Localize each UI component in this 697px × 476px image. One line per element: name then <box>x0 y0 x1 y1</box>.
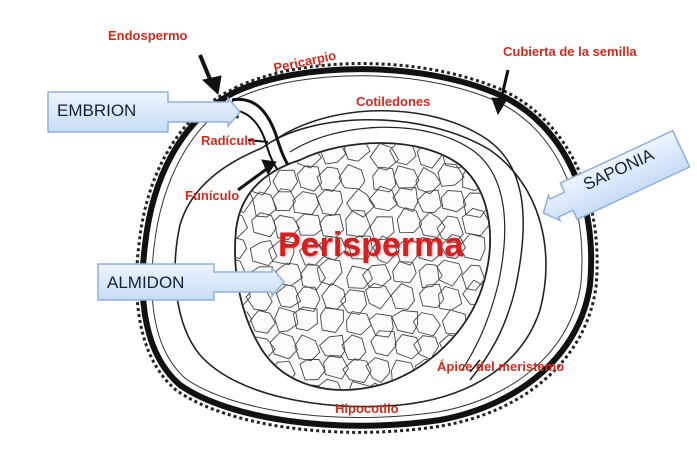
callout-almidon-text: ALMIDON <box>107 273 184 293</box>
perisperm-cell <box>420 384 442 408</box>
label-apice: Ápice del meristemo <box>437 359 564 374</box>
perisperm-cell <box>229 336 253 363</box>
perisperm-cell <box>224 362 249 387</box>
perisperm-cell <box>492 335 515 360</box>
label-cubierta: Cubierta de la semilla <box>503 44 637 59</box>
label-perisperma: Perisperma <box>278 226 463 265</box>
perisperm-cell <box>489 138 514 161</box>
label-radicula: Radícula <box>201 133 255 148</box>
perisperm-cell <box>483 118 510 145</box>
perisperm-cell <box>464 334 489 357</box>
callout-embrion-text: EMBRION <box>57 101 136 121</box>
perisperm-cell <box>492 258 516 282</box>
label-cotiledones: Cotiledones <box>356 94 430 109</box>
label-funiculo: Funículo <box>185 188 239 203</box>
perisperm-cell <box>248 361 275 386</box>
label-endospermo: Endospermo <box>108 28 187 43</box>
perisperm-cell <box>250 384 273 408</box>
label-hipocotilo: Hipocotilo <box>335 401 399 416</box>
perisperm-cell <box>490 169 515 191</box>
perisperm-cell <box>485 307 509 333</box>
perisperm-cell <box>492 209 519 234</box>
